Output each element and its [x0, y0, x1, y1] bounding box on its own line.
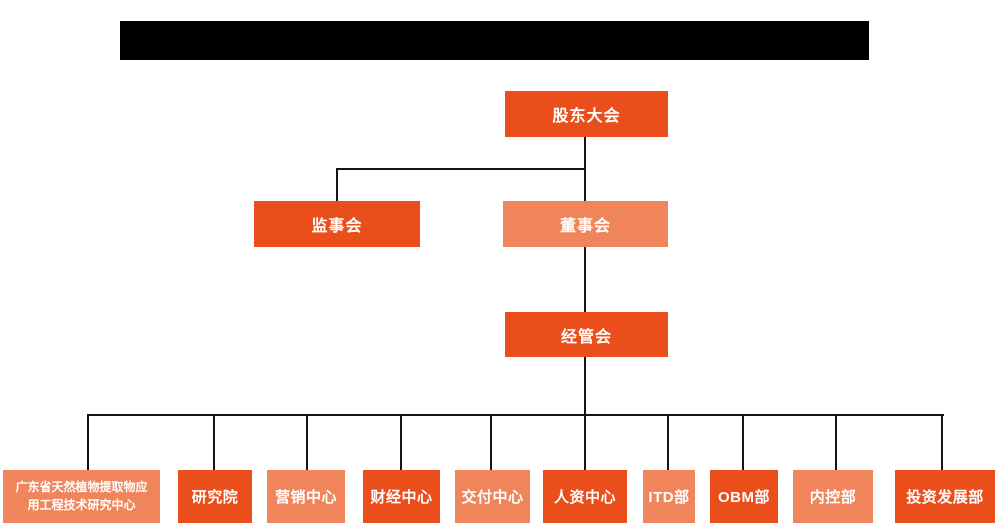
- title-bar-redacted: [120, 21, 869, 60]
- connector-drop-7: [667, 414, 669, 470]
- connector-to-supervisory: [336, 168, 338, 201]
- connector-drop-3: [306, 414, 308, 470]
- node-department: 营销中心: [267, 470, 345, 523]
- node-department: OBM部: [710, 470, 778, 523]
- node-department: 广东省天然植物提取物应用工程技术研究中心: [3, 470, 160, 523]
- node-department: 交付中心: [455, 470, 530, 523]
- connector-drop-9: [835, 414, 837, 470]
- connector-board-to-management: [584, 247, 586, 313]
- node-management-committee: 经管会: [505, 312, 668, 357]
- connector-management-down: [584, 356, 586, 470]
- node-department: 人资中心: [543, 470, 627, 523]
- connector-drop-1: [87, 414, 89, 470]
- connector-drop-5: [490, 414, 492, 470]
- connector-drop-4: [400, 414, 402, 470]
- connector-drop-8: [742, 414, 744, 470]
- connector-drop-2: [213, 414, 215, 470]
- node-supervisory-board: 监事会: [254, 201, 420, 247]
- node-department: 内控部: [793, 470, 873, 523]
- node-board-of-directors: 董事会: [503, 201, 668, 247]
- connector-drop-10: [941, 414, 943, 470]
- connector-top-horizontal: [336, 168, 586, 170]
- node-department: 投资发展部: [895, 470, 995, 523]
- node-department: 研究院: [178, 470, 252, 523]
- node-shareholders-meeting: 股东大会: [505, 91, 668, 137]
- node-department: 财经中心: [363, 470, 440, 523]
- node-department: ITD部: [643, 470, 695, 523]
- connector-bottom-horizontal: [87, 414, 944, 416]
